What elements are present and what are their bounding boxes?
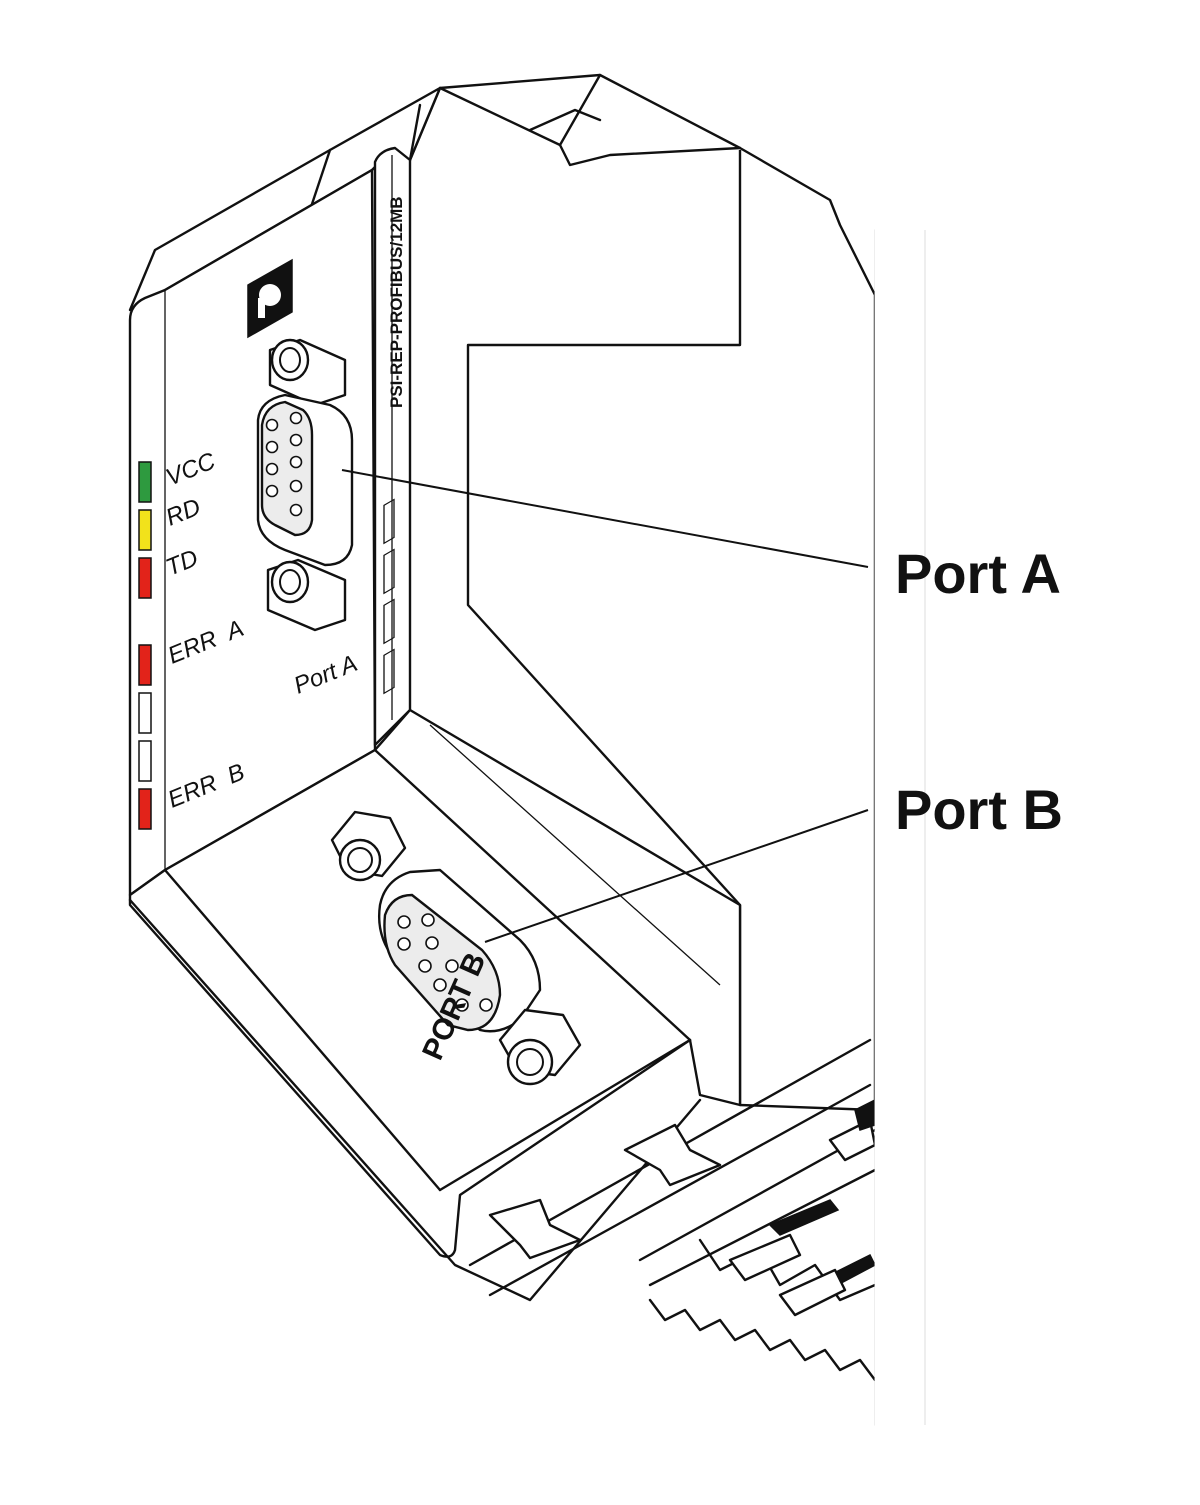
led-err-a xyxy=(138,644,152,686)
port-a-connector xyxy=(256,338,354,632)
port-b-connector xyxy=(330,810,582,1086)
led-td xyxy=(138,557,152,599)
strip-windows xyxy=(383,498,395,695)
led-column xyxy=(138,461,152,830)
callout-port-b: Port B xyxy=(895,778,1063,841)
callout-port-a: Port A xyxy=(895,542,1061,605)
led-vcc xyxy=(138,461,152,503)
led-blank-2 xyxy=(138,740,152,782)
callout-area xyxy=(875,0,1200,1500)
model-text: PSI-REP-PROFIBUS/12MB xyxy=(387,196,406,408)
housing-body xyxy=(128,73,877,1112)
led-blank-1 xyxy=(138,692,152,734)
port-b-leader xyxy=(484,809,869,943)
din-rail xyxy=(468,1038,877,1382)
port-a-leader xyxy=(341,469,869,568)
led-rd xyxy=(138,509,152,551)
led-err-b xyxy=(138,788,152,830)
phoenix-contact-logo xyxy=(247,258,293,339)
